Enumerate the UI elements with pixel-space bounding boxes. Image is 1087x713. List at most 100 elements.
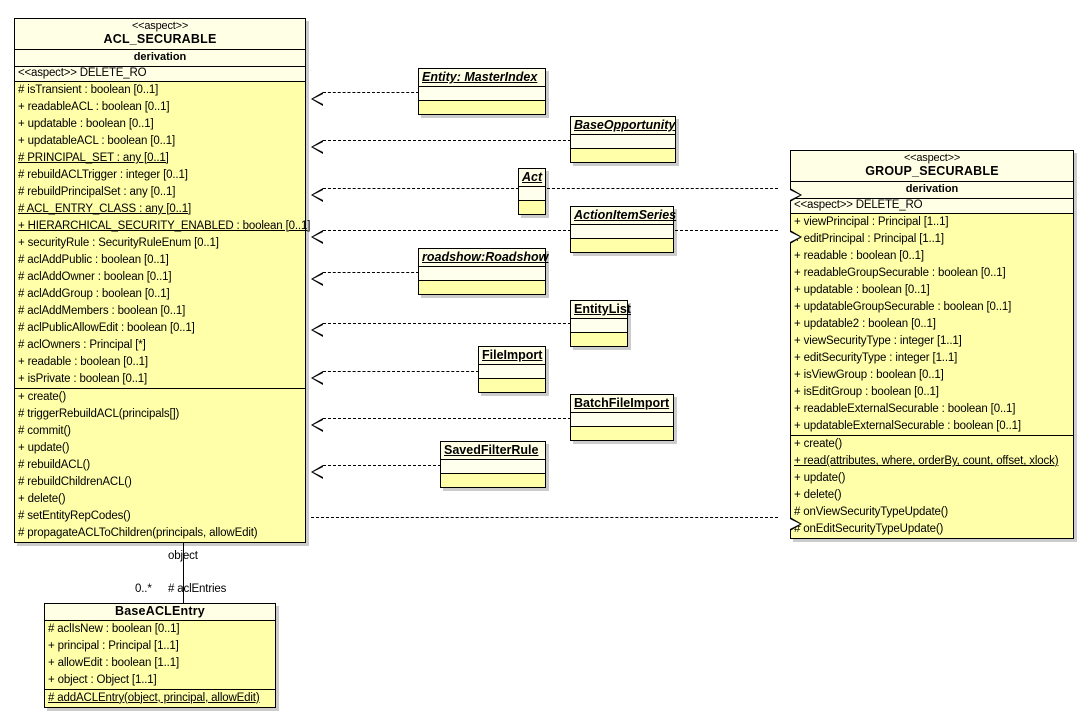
realization-arrowhead [311,92,323,106]
realization-arrowhead [311,371,323,385]
attribute-row: + isViewGroup : boolean [0..1] [794,369,944,381]
realization-arrowhead [311,418,323,432]
realization-arrowhead [311,323,323,337]
realization-line [323,272,419,273]
attribute-row: + isEditGroup : boolean [0..1] [794,386,939,398]
attribute-row: # isTransient : boolean [0..1] [18,84,159,96]
attribute-row: + updatable : boolean [0..1] [794,284,930,296]
attribute-row: + editSecurityType : integer [1..1] [794,352,958,364]
realization-class-name: BatchFileImport [571,395,673,413]
class-box-acl-securable[interactable]: <<aspect>> ACL_SECURABLE derivation <<as… [14,18,311,543]
attribute-row: # aclAddMembers : boolean [0..1] [18,305,186,317]
realization-line [675,230,778,231]
stereotype-label: <<aspect>> [903,152,961,164]
realization-class-box[interactable]: FileImport [478,346,546,393]
attribute-row: + updatable : boolean [0..1] [18,118,154,130]
attribute-row: + allowEdit : boolean [1..1] [48,656,180,669]
attributes-compartment [519,187,545,200]
realization-class-name: FileImport [479,347,545,365]
operations-compartment [571,332,627,346]
realization-line [323,188,519,189]
attribute-row: + viewSecurityType : integer [1..1] [794,335,962,347]
operations-compartment [571,426,673,440]
operation-row: # addACLEntry(object, principal, allowEd… [48,691,260,704]
attribute-row: # rebuildACLTrigger : integer [0..1] [18,169,188,181]
operations-compartment-group: + create()+ read(attributes, where, orde… [791,435,1073,538]
realization-class-box[interactable]: SavedFilterRule [440,441,546,488]
attribute-row: + isPrivate : boolean [0..1] [18,373,148,385]
operations-compartment [571,238,673,252]
operation-row: # rebuildChildrenACL() [18,476,132,488]
operations-compartment [479,378,545,392]
attribute-row: + updatableGroupSecurable : boolean [0..… [794,301,1012,313]
operations-compartment [419,280,545,294]
class-box-base-acl-entry[interactable]: BaseACLEntry # aclIsNew : boolean [0..1]… [44,603,276,708]
realization-class-box[interactable]: roadshow:Roadshow [418,248,548,295]
realization-class-box[interactable]: BatchFileImport [570,394,674,441]
operations-compartment [571,148,675,162]
attributes-compartment [419,87,545,100]
attribute-row: + editPrincipal : Principal [1..1] [794,233,944,245]
association-role-acl-entries: # aclEntries [168,583,227,595]
operation-row: + update() [18,442,70,454]
attribute-row: # aclAddGroup : boolean [0..1] [18,288,170,300]
operations-compartment [441,473,545,487]
attribute-row: + updatableACL : boolean [0..1] [18,135,176,147]
realization-line [323,92,419,93]
realization-line [323,371,479,372]
operation-row: + create() [18,391,67,403]
realization-arrowhead [790,517,802,531]
attributes-compartment [419,267,545,280]
attributes-compartment [571,225,673,238]
class-box-group-securable[interactable]: <<aspect>> GROUP_SECURABLE derivation <<… [790,150,1074,539]
association-role-object: object [168,550,198,562]
attribute-row: + object : Object [1..1] [48,673,157,686]
aspect-delete-ro-acl: <<aspect>> DELETE_RO [15,66,305,82]
operation-row: + delete() [794,489,842,501]
attribute-row: # aclOwners : Principal [*] [18,339,146,351]
operation-row: # triggerRebuildACL(principals[]) [18,408,180,420]
realization-line [323,465,441,466]
attributes-compartment [571,413,673,426]
attributes-compartment [571,319,627,332]
realization-class-box[interactable]: Act [518,168,546,215]
realization-class-name: BaseOpportunity [571,117,675,135]
attribute-row: # rebuildPrincipalSet : any [0..1] [18,186,176,198]
attributes-compartment-group: + viewPrincipal : Principal [1..1] + edit… [791,214,1073,435]
operation-row: + update() [794,472,846,484]
association-line-acl-entries [183,543,184,603]
operation-row: # onEditSecurityTypeUpdate() [794,523,944,535]
attribute-row: + HIERARCHICAL_SECURITY_ENABLED : boolea… [18,220,311,232]
class-header-group-securable: <<aspect>> GROUP_SECURABLE [791,151,1073,182]
operations-compartment-acl: + create() # triggerRebuildACL(principals… [15,388,305,542]
realization-class-box[interactable]: Entity: MasterIndex [418,68,546,115]
realization-class-box[interactable]: BaseOpportunity [570,116,676,163]
attribute-row: + readable : boolean [0..1] [794,250,924,262]
attribute-row: + readableACL : boolean [0..1] [18,101,170,113]
realization-line [547,188,778,189]
derivation-header-group: derivation [791,181,1073,199]
class-header-base-acl-entry: BaseACLEntry [45,604,275,621]
realization-line [323,418,571,419]
attribute-row: # PRINCIPAL_SET : any [0..1] [18,152,169,164]
realization-class-name: EntityList [571,301,631,319]
realization-arrowhead [311,272,323,286]
attribute-row: + readable : boolean [0..1] [18,356,148,368]
attribute-row: + principal : Principal [1..1] [48,639,179,652]
realization-line [323,323,571,324]
realization-class-box[interactable]: ActionItemSeries [570,206,676,253]
operation-row: + delete() [18,493,66,505]
attribute-row: + updatable2 : boolean [0..1] [794,318,936,330]
class-name-label: GROUP_SECURABLE [865,164,999,178]
realization-arrowhead [311,465,323,479]
stereotype-label: <<aspect>> [131,20,189,32]
class-name-label: BaseACLEntry [115,604,205,618]
attribute-row: # aclPublicAllowEdit : boolean [0..1] [18,322,195,334]
operation-row: # propagateACLToChildren(principals, all… [18,527,258,539]
realization-class-box[interactable]: EntityList [570,300,631,347]
attribute-row: + viewPrincipal : Principal [1..1] [794,216,949,228]
operation-row: # commit() [18,425,71,437]
attribute-row: # ACL_ENTRY_CLASS : any [0..1] [18,203,191,215]
attribute-row: # aclIsNew : boolean [0..1] [48,622,180,635]
